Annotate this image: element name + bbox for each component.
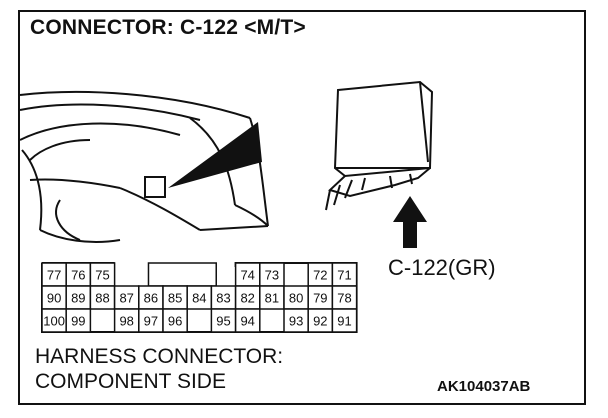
diagram-title: CONNECTOR: C-122 <M/T> [30, 16, 306, 39]
connector-location-marker [144, 122, 262, 198]
pin-label: 82 [240, 291, 254, 306]
up-arrow-icon [393, 196, 427, 248]
pin-label: 96 [168, 314, 182, 329]
pin-label: 81 [265, 291, 279, 306]
pin-label: 97 [144, 314, 158, 329]
pin-label: 94 [240, 314, 254, 329]
pin-label: 79 [313, 291, 327, 306]
pin-label: 85 [168, 291, 182, 306]
pin-label: 83 [216, 291, 230, 306]
pin-label: 75 [95, 268, 109, 283]
pin-label: 95 [216, 314, 230, 329]
caption-line-2: COMPONENT SIDE [35, 370, 226, 393]
diagram-frame [18, 10, 586, 405]
pin-label: 76 [71, 268, 85, 283]
pin-label: 93 [289, 314, 303, 329]
pin-label: 86 [144, 291, 158, 306]
pin-label: 73 [265, 268, 279, 283]
pin-label: 90 [47, 291, 61, 306]
pin-label: 99 [71, 314, 85, 329]
connector-callout-label: C-122(GR) [388, 255, 496, 280]
pin-label: 71 [337, 268, 351, 283]
component-module [325, 80, 434, 211]
pin-layout-grid: 77 76 75 74 73 72 71 90 89 88 87 86 85 84 83 82 81 80 79 78… [41, 262, 358, 333]
pin-cell [65, 308, 92, 333]
pin-label: 72 [313, 268, 327, 283]
pin-label: 92 [313, 314, 327, 329]
connector-key-slot [147, 262, 217, 287]
pin-label: 88 [95, 291, 109, 306]
pin-label: 74 [240, 268, 254, 283]
dashboard-illustration [19, 90, 269, 243]
pin-cell [331, 308, 358, 333]
caption-line-1: HARNESS CONNECTOR: [35, 345, 284, 368]
pin-label: 84 [192, 291, 206, 306]
pin-label: 78 [337, 291, 351, 306]
pin-label: 87 [119, 291, 133, 306]
pin-label: 77 [47, 268, 61, 283]
pin-label: 80 [289, 291, 303, 306]
pin-label: 100 [43, 314, 65, 329]
pin-cell [234, 308, 261, 333]
pin-label: 89 [71, 291, 85, 306]
pin-cell [162, 308, 188, 333]
figure-code: AK104037AB [437, 378, 531, 395]
pin-label: 98 [119, 314, 133, 329]
pin-label: 91 [337, 314, 351, 329]
